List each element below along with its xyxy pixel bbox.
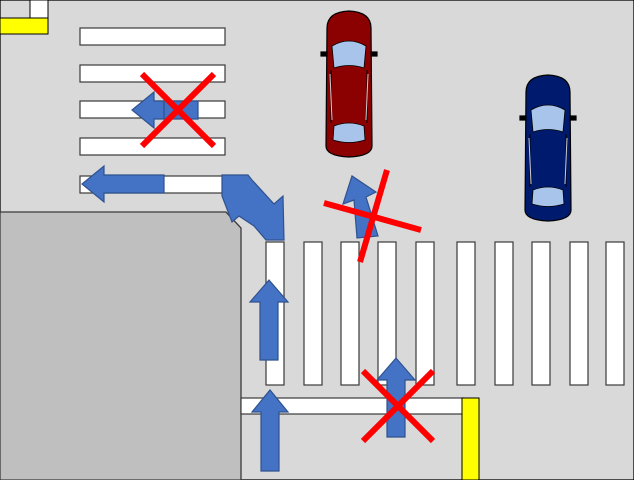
left-arrow-upper	[131, 90, 165, 130]
forward-arrow-middle	[248, 279, 290, 361]
bottom-curb-marker	[461, 397, 480, 480]
forward-arrow-bottom	[250, 389, 290, 472]
turn-arrow	[221, 174, 285, 241]
forward-arrow-blocked	[375, 357, 417, 438]
cross-mark-forward	[360, 368, 436, 444]
red-car	[320, 10, 378, 158]
left-arrow-lower	[81, 164, 165, 204]
corner-block	[0, 211, 242, 480]
top-left-curb-marker	[0, 0, 49, 35]
cross-mark-diagonal	[323, 169, 422, 263]
blue-car	[519, 74, 577, 222]
cross-mark-left-crosswalk	[139, 71, 217, 149]
